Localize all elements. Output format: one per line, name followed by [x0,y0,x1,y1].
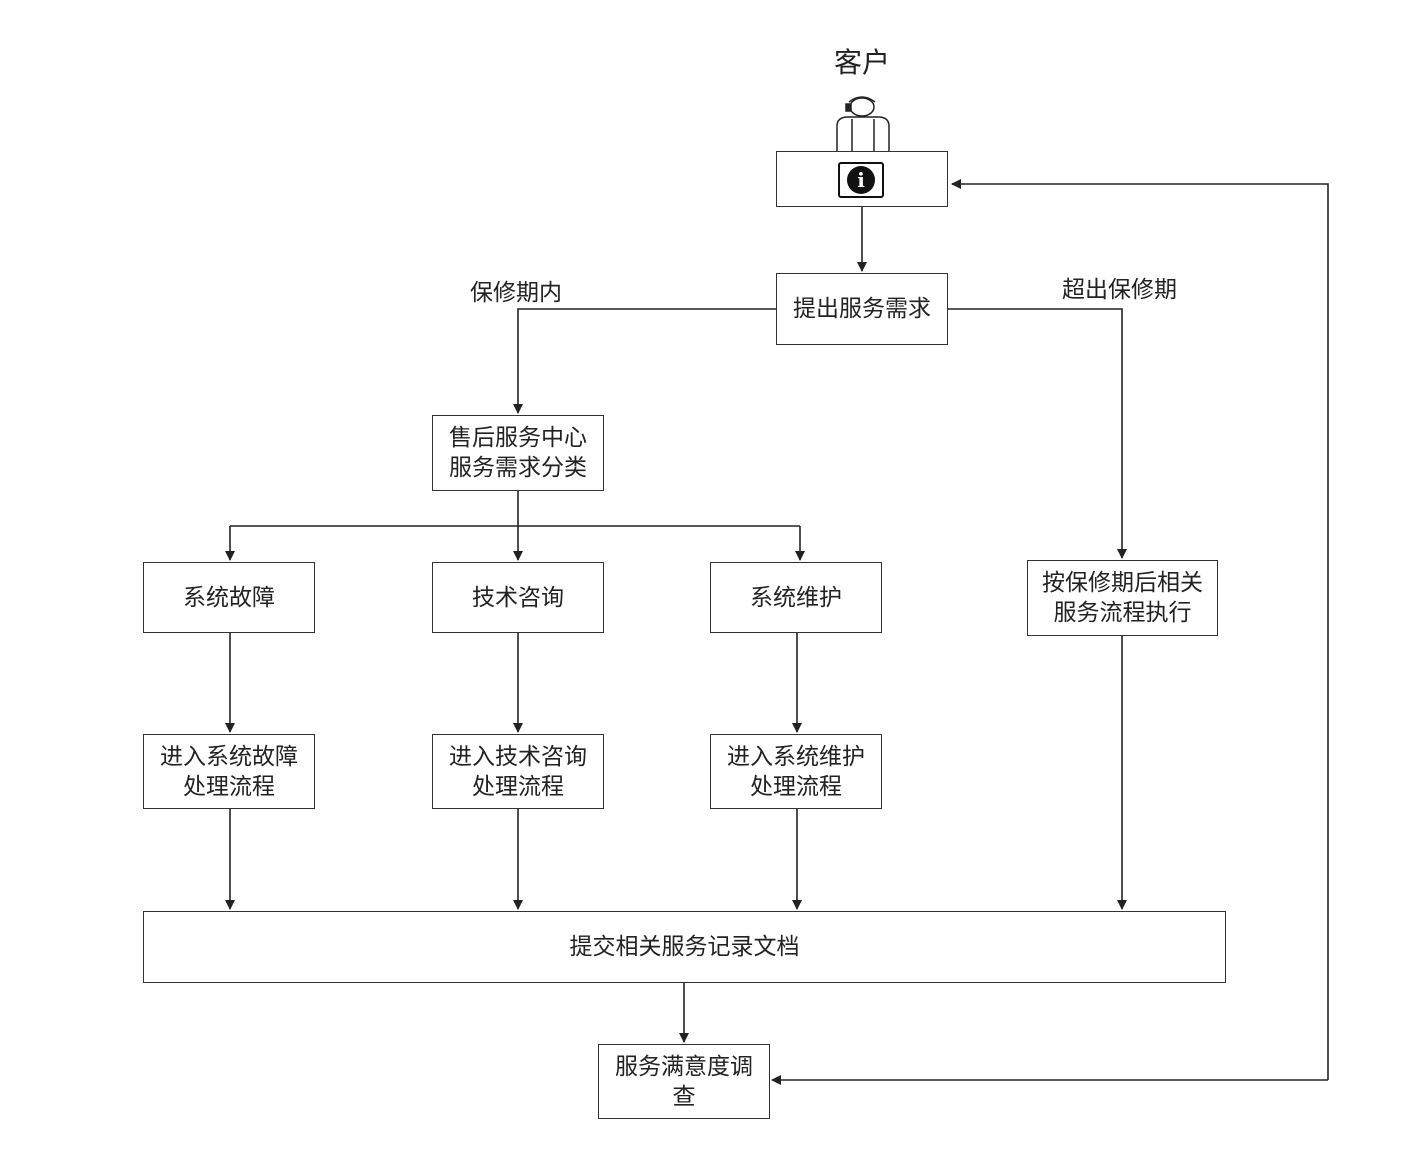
node-consult-flow: 进入技术咨询 处理流程 [432,734,604,809]
branch-label-in-warranty: 保修期内 [470,280,562,306]
node-fault-flow: 进入系统故障 处理流程 [143,734,315,809]
node-maintain-flow: 进入系统维护 处理流程 [710,734,882,809]
info-icon: i [838,162,884,198]
node-fault: 系统故障 [143,562,315,633]
node-consult: 技术咨询 [432,562,604,633]
node-maintain: 系统维护 [710,562,882,633]
node-submit: 提交相关服务记录文档 [143,911,1226,983]
customer-headset-icon [836,96,890,151]
arrow-survey-feedback-loop [951,179,1329,1080]
branch-label-out-warranty: 超出保修期 [1062,277,1177,303]
node-post-warranty: 按保修期后相关 服务流程执行 [1027,560,1218,636]
node-classify: 售后服务中心 服务需求分类 [432,415,604,491]
customer-label: 客户 [834,46,891,79]
arrow-request-to-post-warranty [948,308,1127,559]
arrow-request-to-classify [513,308,776,414]
node-request: 提出服务需求 [776,273,948,345]
node-survey: 服务满意度调 查 [598,1044,770,1119]
